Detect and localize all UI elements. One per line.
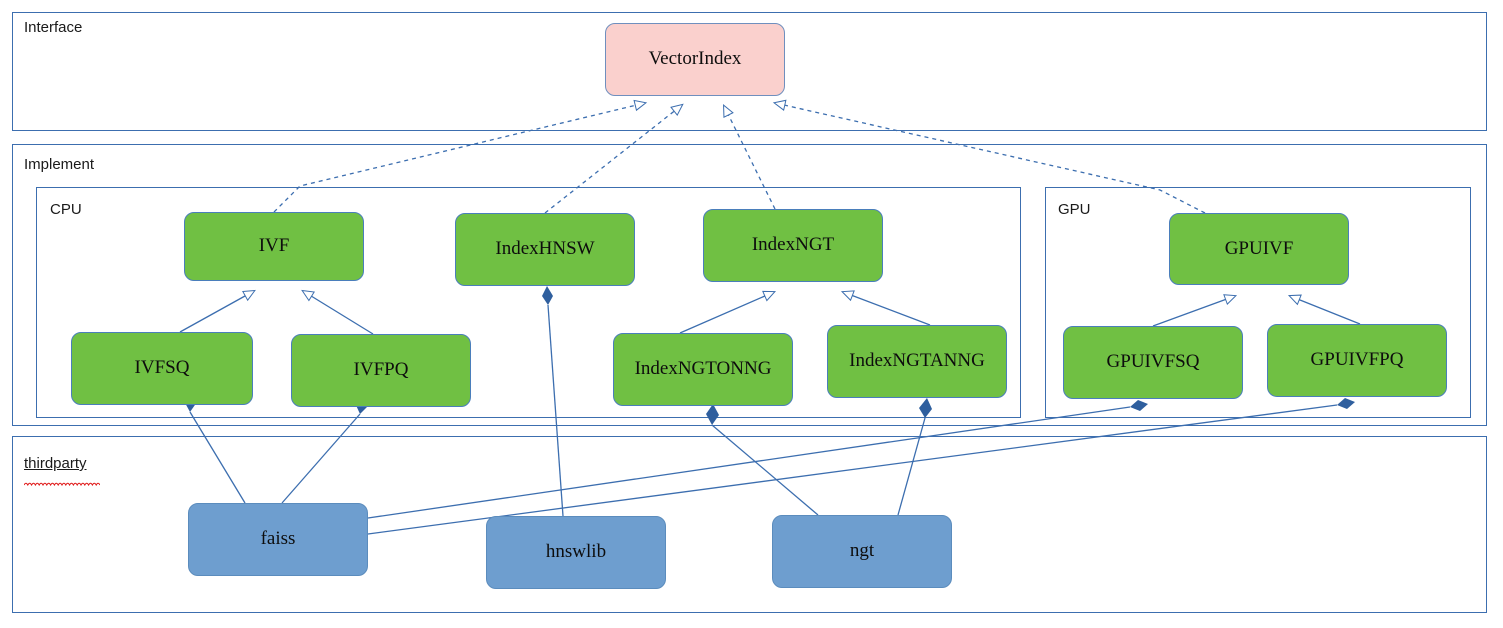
edge-ivfpq-to-ivf	[301, 289, 374, 335]
group-label-interface: Interface	[24, 19, 83, 36]
node-label-gpuivf: GPUIVF	[1224, 237, 1294, 259]
edge-gpuivfsq-to-gpuivf	[1152, 294, 1238, 327]
node-faiss[interactable]: faiss	[188, 503, 368, 576]
edge-faiss-to-gpuivfsq	[367, 400, 1148, 519]
edge-hnswlib-to-indexhnsw	[542, 286, 564, 517]
node-ivfsq[interactable]: IVFSQ	[71, 332, 253, 405]
node-label-vectorindex: VectorIndex	[648, 48, 742, 70]
group-label-gpu: GPU	[1058, 201, 1091, 218]
node-gpuivfsq[interactable]: GPUIVFSQ	[1063, 326, 1243, 399]
node-label-hnswlib: hnswlib	[545, 541, 607, 563]
node-label-indexhnsw: IndexHNSW	[495, 238, 595, 260]
node-gpuivfpq[interactable]: GPUIVFPQ	[1267, 324, 1447, 397]
node-indexngtanng[interactable]: IndexNGTANNG	[827, 325, 1007, 398]
edge-ivf-to-vectorindex	[273, 99, 648, 213]
node-label-ivfsq: IVFSQ	[134, 357, 190, 379]
node-indexngtonng[interactable]: IndexNGTONNG	[613, 333, 793, 406]
node-label-ivfpq: IVFPQ	[353, 359, 409, 381]
node-label-indexngt: IndexNGT	[751, 234, 835, 256]
node-ivfpq[interactable]: IVFPQ	[291, 334, 471, 407]
edge-gpuivfpq-to-gpuivf	[1287, 294, 1361, 325]
group-box-gpu	[1045, 187, 1471, 418]
edge-indexhnsw-to-vectorindex	[544, 103, 684, 214]
edge-indexngtanng-to-indexngt	[840, 290, 931, 326]
group-box-implement	[12, 144, 1487, 426]
edge-indexngt-to-vectorindex	[723, 104, 776, 210]
edge-ngt-to-indexngtonng	[706, 404, 819, 516]
edge-indexngtonng-to-indexngt	[679, 290, 777, 334]
node-label-indexngtanng: IndexNGTANNG	[849, 350, 985, 372]
node-label-gpuivfsq: GPUIVFSQ	[1106, 351, 1200, 373]
node-indexhnsw[interactable]: IndexHNSW	[455, 213, 635, 286]
edge-ngt-to-indexngtanng	[897, 398, 932, 516]
edge-faiss-to-gpuivfpq	[367, 398, 1355, 535]
group-label-thirdparty: thirdparty	[24, 455, 87, 472]
node-gpuivf[interactable]: GPUIVF	[1169, 213, 1349, 285]
edge-gpuivf-to-vectorindex	[772, 99, 1206, 214]
edge-faiss-to-ivfsq	[184, 391, 246, 504]
node-label-ngt: ngt	[849, 540, 875, 562]
node-indexngt[interactable]: IndexNGT	[703, 209, 883, 282]
node-label-ivf: IVF	[258, 235, 290, 257]
group-box-cpu	[36, 187, 1021, 418]
spellcheck-underline-thirdparty	[23, 473, 101, 487]
group-box-interface	[12, 12, 1487, 131]
node-label-indexngtonng: IndexNGTONNG	[634, 358, 772, 380]
node-label-gpuivfpq: GPUIVFPQ	[1310, 349, 1404, 371]
node-ivf[interactable]: IVF	[184, 212, 364, 281]
node-vectorindex[interactable]: VectorIndex	[605, 23, 785, 96]
group-box-thirdparty	[12, 436, 1487, 613]
node-label-faiss: faiss	[260, 528, 296, 550]
group-label-implement: Implement	[24, 156, 95, 173]
edge-faiss-to-ivfpq	[281, 394, 369, 504]
node-ngt[interactable]: ngt	[772, 515, 952, 588]
node-hnswlib[interactable]: hnswlib	[486, 516, 666, 589]
group-label-cpu: CPU	[50, 201, 82, 218]
edge-ivfsq-to-ivf	[179, 289, 256, 333]
